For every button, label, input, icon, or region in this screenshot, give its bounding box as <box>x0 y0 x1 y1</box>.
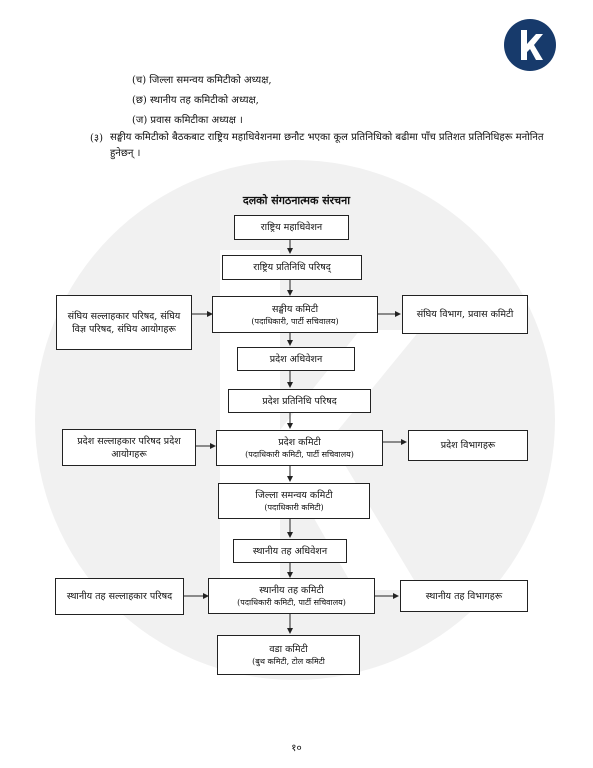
box-label: प्रदेश विभागहरू <box>440 440 496 451</box>
box-local-convention: स्थानीय तह अधिवेशन <box>233 539 347 563</box>
box-label: स्थानीय तह अधिवेशन <box>252 545 328 557</box>
box-label: स्थानीय तह विभागहरू <box>425 590 503 602</box>
box-province-convention: प्रदेश अधिवेशन <box>237 347 355 371</box>
box-district-committee: जिल्ला समन्वय कमिटी (पदाधिकारी कमिटी) <box>218 483 370 519</box>
paragraph-text: सङ्घीय कमिटीको बैठकबाट राष्ट्रिय महाधिवे… <box>110 132 544 159</box>
box-label: राष्ट्रिय प्रतिनिधि परिषद् <box>253 262 331 273</box>
box-federal-depts: संघिय विभाग, प्रवास कमिटी <box>402 295 528 334</box>
box-label: प्रदेश अधिवेशन <box>269 353 323 365</box>
page-number: १० <box>291 743 302 754</box>
list-item-chha: (छ) स्थानीय तह कमिटीको अध्यक्ष, <box>132 95 259 106</box>
box-label: स्थानीय तह कमिटी <box>259 585 324 596</box>
box-province-rep-council: प्रदेश प्रतिनिधि परिषद <box>228 389 371 413</box>
list-item-ja: (ज) प्रवास कमिटीका अध्यक्ष । <box>132 115 243 126</box>
paragraph-number: (३) <box>90 133 104 144</box>
box-province-committee: प्रदेश कमिटी (पदाधिकारी कमिटी, पार्टी सच… <box>216 430 383 466</box>
box-federal-committee: सङ्घीय कमिटी (पदाधिकारी, पार्टी सचिवालय) <box>212 296 378 333</box>
box-label: प्रदेश कमिटी <box>278 437 321 448</box>
box-label: प्रदेश सल्लाहकार परिषद प्रदेश आयोगहरू <box>77 435 181 460</box>
box-sublabel: (पदाधिकारी कमिटी, पार्टी सचिवालय) <box>237 598 346 607</box>
box-label: स्थानीय तह सल्लाहकार परिषद <box>66 591 173 602</box>
box-label: वडा कमिटी <box>269 644 308 655</box>
box-local-depts: स्थानीय तह विभागहरू <box>400 580 528 612</box>
box-sublabel: (पदाधिकारी, पार्टी सचिवालय) <box>251 316 339 326</box>
chart-title: दलको संगठनात्मक संरचना <box>242 194 351 207</box>
box-province-depts: प्रदेश विभागहरू <box>408 430 528 461</box>
list-item-cha: (च) जिल्ला समन्वय कमिटीको अध्यक्ष, <box>132 75 272 86</box>
box-local-committee: स्थानीय तह कमिटी (पदाधिकारी कमिटी, पार्ट… <box>208 578 375 614</box>
brand-logo-icon <box>504 19 556 71</box>
box-province-advisory: प्रदेश सल्लाहकार परिषद प्रदेश आयोगहरू <box>62 429 196 466</box>
box-sublabel: (पदाधिकारी कमिटी, पार्टी सचिवालय) <box>245 450 354 459</box>
box-label: संघिय विभाग, प्रवास कमिटी <box>416 309 514 320</box>
box-label: जिल्ला समन्वय कमिटी <box>255 490 333 501</box>
box-national-convention: राष्ट्रिय महाधिवेशन <box>234 215 349 240</box>
box-ward-committee: वडा कमिटी (बुथ कमिटी, टोल कमिटी <box>217 635 360 675</box>
box-label: संघिय सल्लाहकार परिषद, संघिय विज्ञ परिषद… <box>67 310 181 335</box>
box-label: सङ्घीय कमिटी <box>271 303 319 315</box>
box-national-rep-council: राष्ट्रिय प्रतिनिधि परिषद् <box>222 255 362 280</box>
box-sublabel: (बुथ कमिटी, टोल कमिटी <box>252 657 325 666</box>
box-label: प्रदेश प्रतिनिधि परिषद <box>262 395 337 407</box>
box-federal-advisory: संघिय सल्लाहकार परिषद, संघिय विज्ञ परिषद… <box>56 295 192 350</box>
box-sublabel: (पदाधिकारी कमिटी) <box>264 503 324 512</box>
box-label: राष्ट्रिय महाधिवेशन <box>260 222 323 233</box>
box-local-advisory: स्थानीय तह सल्लाहकार परिषद <box>55 578 184 615</box>
